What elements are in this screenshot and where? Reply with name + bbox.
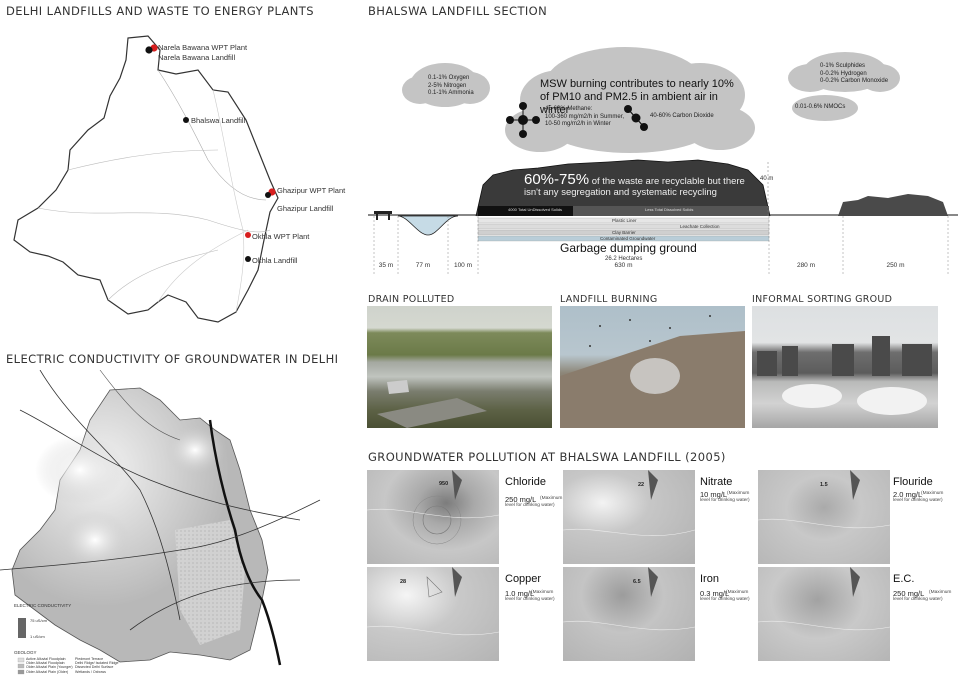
site-label-ghazipur-wpt: Ghazipur WPT Plant: [277, 186, 346, 195]
co2-molecule-icon: [624, 105, 648, 131]
geology-list: Active Alluvial Floodplain Older Alluvia…: [26, 657, 73, 674]
legend-title: ELECTRIC CONDUCTIVITY: [14, 603, 72, 608]
site-label-ghazipur-landfill: Ghazipur Landfill: [277, 204, 334, 213]
gw-map-flouride: 1.5: [758, 470, 890, 564]
methane-text: 45-60% Methane:100-360 mg/m2/h in Summer…: [545, 106, 625, 127]
legend-low: 1 uS/cm: [30, 634, 45, 639]
groundwater-title: GROUNDWATER POLLUTION AT BHALSWA LANDFIL…: [368, 450, 726, 464]
gw-note-b-iron: level for drinking water): [700, 597, 750, 602]
gw-name-copper: Copper: [505, 573, 542, 585]
site-narela-landfill-marker: [145, 46, 153, 54]
gw-note-a-nitrate: (Maximum: [727, 491, 750, 496]
site-label-narela-landfill: Narela Bawana Landfill: [158, 53, 236, 62]
recycle-text: 60%-75% of the waste are recyclable but …: [524, 171, 745, 198]
layer-plastic-liner: Plastic Liner: [612, 218, 637, 223]
gw-name-ec: E.C.: [893, 573, 915, 585]
gw-map-ec: [758, 567, 890, 661]
sorting-photo: [752, 306, 938, 428]
burning-photo: [560, 306, 745, 428]
geology-title: GEOLOGY: [14, 650, 37, 655]
legend-high: 75 uS/cm: [30, 618, 47, 623]
gw-note-a-copper: (Maximum: [531, 590, 554, 595]
gw-map-nitrate: 22: [563, 470, 695, 564]
gw-map-chloride: 950: [367, 470, 499, 564]
gw-note-a-chloride: (Maximum: [540, 496, 563, 501]
section-title: BHALSWA LANDFILL SECTION: [368, 4, 548, 18]
section-headline: MSW burning contributes to nearly 10% of…: [540, 78, 734, 116]
ground-label: Garbage dumping ground: [560, 241, 697, 255]
site-okhla-landfill-marker: [245, 256, 251, 262]
gw-name-chloride: Chloride: [505, 476, 546, 488]
gw-value-copper: 1.0 mg/L: [505, 589, 535, 598]
site-label-okhla-landfill: Okhla Landfill: [252, 256, 298, 265]
solids-left-label: 4000 Total UnDissolved Solids: [508, 207, 562, 212]
site-label-okhla-wpt: Okhla WPT Plant: [252, 232, 310, 241]
dim-6: 250 m: [886, 262, 905, 269]
area-label: 26.2 Hectares: [605, 256, 643, 262]
conductivity-map-title: ELECTRIC CONDUCTIVITY OF GROUNDWATER IN …: [6, 352, 339, 366]
gw-note-a-flouride: (Maximum: [921, 491, 944, 496]
conductivity-map: [0, 370, 321, 675]
co2-text: 40-60% Carbon Dioxide: [650, 113, 714, 119]
dim-3: 100 m: [453, 262, 473, 269]
landfill-section: [368, 159, 958, 275]
gw-name-iron: Iron: [700, 573, 719, 585]
gw-value-flouride: 2.0 mg/L: [893, 490, 923, 499]
gw-map-iron: 6.5: [563, 567, 695, 661]
gw-value-ec: 250 mg/L: [893, 589, 925, 598]
gw-note-a-iron: (Maximum: [726, 590, 749, 595]
site-label-narela-wpt: Narela Bawana WPT Plant: [158, 43, 248, 52]
gw-value-chloride: 250 mg/L: [505, 495, 537, 504]
dim-4: 630 m: [614, 262, 633, 269]
drain-photo: [367, 306, 552, 428]
gw-note-b-chloride: level for drinking water): [505, 503, 555, 508]
gw-note-b-copper: level for drinking water): [505, 597, 555, 602]
site-okhla-wpt-marker: [245, 232, 251, 238]
gw-value-iron: 0.3 mg/L: [700, 589, 730, 598]
layer-leachate: Leachate Collection: [680, 224, 720, 229]
gw-note-a-ec: (Maximum: [929, 590, 952, 595]
gw-map-copper: 28: [367, 567, 499, 661]
gw-name-nitrate: Nitrate: [700, 476, 733, 488]
gw-name-flouride: Flouride: [893, 476, 933, 488]
photo-label-drain: DRAIN POLLUTED: [368, 294, 455, 305]
gw-note-b-nitrate: level for drinking water): [700, 498, 750, 503]
height-label: 40 m: [760, 176, 774, 182]
dim-5: 280 m: [796, 262, 816, 269]
site-ghazipur-landfill-marker: [265, 192, 271, 198]
section-clouds: [402, 47, 900, 153]
molecule-icon: [506, 102, 540, 138]
photo-label-burning: LANDFILL BURNING: [560, 294, 658, 305]
nmocs-text: 0.01-0.6% NMOCs: [795, 104, 846, 110]
site-bhalswa-marker: [183, 117, 189, 123]
site-label-bhalswa: Bhalswa Landfill: [191, 116, 246, 125]
layer-groundwater: Contaminated Groundwater: [600, 236, 656, 241]
gw-note-b-flouride: level for drinking water): [893, 498, 943, 503]
dim-1: 35 m: [378, 262, 394, 269]
solids-right-label: Less Total Dissolved Solids: [645, 207, 694, 212]
dim-2: 77 m: [415, 262, 431, 269]
delhi-map-title: DELHI LANDFILLS AND WASTE TO ENERGY PLAN…: [6, 4, 314, 18]
photo-label-sorting: INFORMAL SORTING GROUD: [752, 294, 893, 305]
layer-clay: Clay Barrier: [612, 230, 636, 235]
delhi-outline-map: [13, 35, 279, 323]
gw-value-nitrate: 10 mg/L: [700, 490, 728, 499]
geology-list-2: Piedmont Terrace Delhi Ridge/ Isolated R…: [75, 657, 119, 674]
gw-note-b-ec: level for drinking water): [893, 597, 943, 602]
